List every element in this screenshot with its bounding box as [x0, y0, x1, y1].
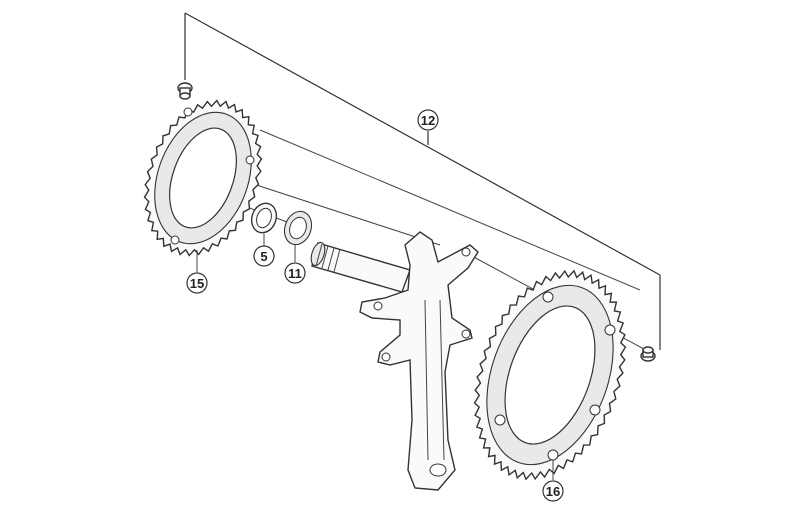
callout-5[interactable]: 5	[253, 245, 275, 267]
callout-16[interactable]: 16	[542, 480, 564, 502]
callout-11[interactable]: 11	[284, 262, 306, 284]
washer-5[interactable]	[248, 200, 281, 236]
callout-15[interactable]: 15	[186, 272, 208, 294]
right-crank-arm[interactable]	[359, 231, 479, 491]
svg-text:16: 16	[546, 484, 560, 499]
bolt-icon[interactable]	[640, 346, 656, 362]
lock-ring-11[interactable]	[280, 208, 316, 249]
chainring-15[interactable]	[137, 99, 268, 258]
bolt-icon[interactable]	[177, 82, 193, 100]
svg-text:5: 5	[260, 249, 267, 264]
callout-12[interactable]: 12	[417, 109, 439, 131]
assembly-bracket-12	[184, 12, 661, 350]
spindle	[310, 241, 411, 293]
svg-text:15: 15	[190, 276, 204, 291]
svg-text:12: 12	[421, 113, 435, 128]
chainring-16[interactable]	[464, 268, 637, 482]
svg-text:11: 11	[288, 266, 302, 281]
